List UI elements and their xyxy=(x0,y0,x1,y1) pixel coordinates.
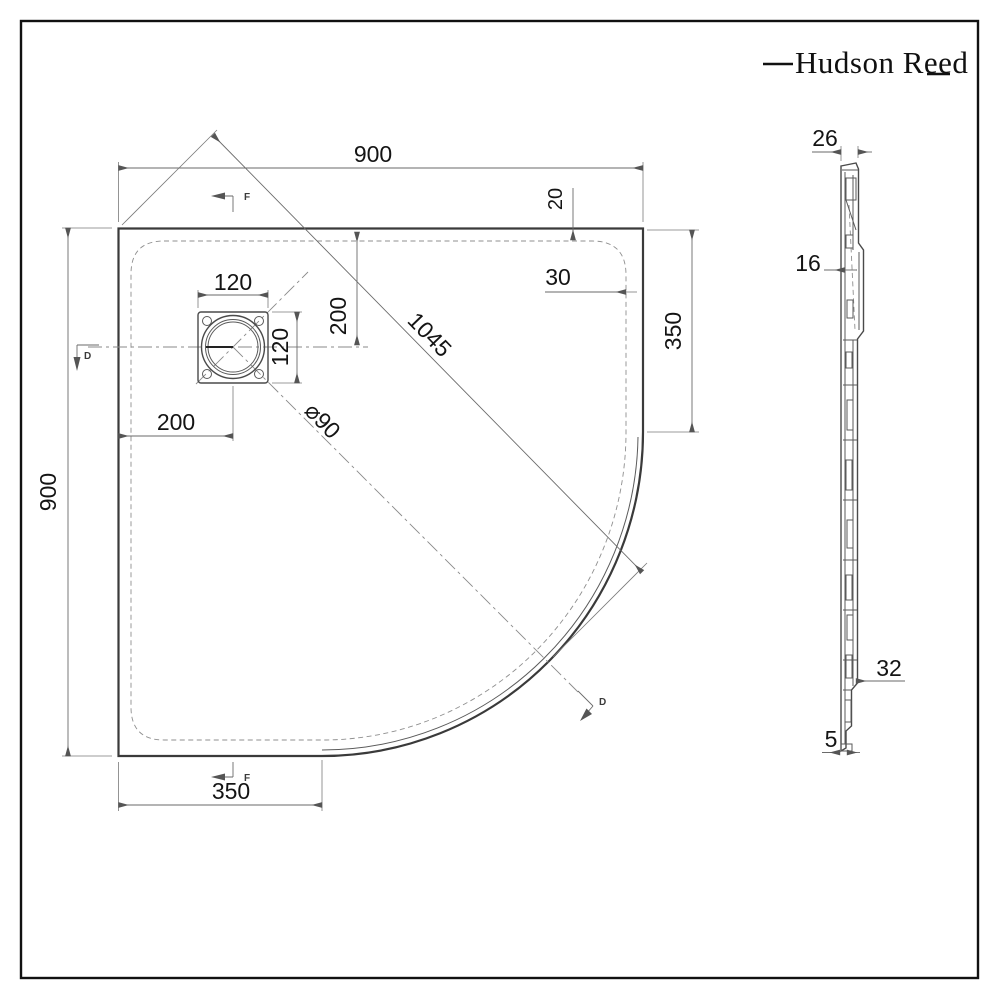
dim-rim-inset-top: 20 xyxy=(545,188,576,241)
dim-side-foot: 5 xyxy=(822,726,860,756)
dim-side-rim: 16 xyxy=(795,250,856,276)
side-profile-inner-lines xyxy=(842,169,860,744)
dim-waste-width: 120 xyxy=(197,269,269,308)
dim-label-top-width: 900 xyxy=(354,141,392,167)
section-marker-f-top: F xyxy=(211,192,250,212)
dim-label-waste-width: 120 xyxy=(214,269,252,295)
drain-bolt-tl xyxy=(202,316,212,326)
dim-diagonal: 1045 xyxy=(121,129,648,658)
dim-label-side-foot: 5 xyxy=(825,726,838,752)
dim-label-waste-height: 120 xyxy=(267,328,293,366)
dim-label-side-rim: 16 xyxy=(795,250,821,276)
border-frame xyxy=(19,19,980,980)
section-letter-d-left: D xyxy=(84,351,91,362)
dim-label-rim-inset-top: 20 xyxy=(545,188,567,210)
drain-bolt-tr xyxy=(254,316,264,326)
section-line-diagonal xyxy=(232,346,579,693)
dim-label-rim-inset-right: 30 xyxy=(545,264,571,290)
drain-bolt-br xyxy=(254,369,264,379)
section-marker-d-left: D xyxy=(73,344,99,371)
section-letter-f-bottom: F xyxy=(244,773,250,784)
plan-view: 900 900 20 30 350 xyxy=(35,129,699,811)
dim-label-side-base: 32 xyxy=(876,655,902,681)
dim-waste-from-left: 200 xyxy=(118,386,234,441)
brand-logo: Hudson Reed xyxy=(763,45,968,80)
dim-label-right-straight: 350 xyxy=(660,312,686,350)
dim-label-diagonal: 1045 xyxy=(403,307,457,362)
dim-rim-inset-right: 30 xyxy=(545,264,637,295)
section-letter-f-top: F xyxy=(244,192,250,203)
dim-label-bottom-straight: 350 xyxy=(212,778,250,804)
dim-label-waste-diameter: ⌀90 xyxy=(300,397,346,443)
dim-bottom-straight: 350 xyxy=(118,760,323,811)
dim-right-straight: 350 xyxy=(647,229,699,433)
side-view: 26 16 32 5 xyxy=(795,125,905,756)
dim-waste-from-top: 200 xyxy=(325,231,360,346)
section-letter-d-right: D xyxy=(599,697,606,708)
dim-label-side-top-width: 26 xyxy=(812,125,838,151)
dim-side-top-width: 26 xyxy=(812,125,872,161)
dim-label-waste-from-left: 200 xyxy=(157,409,195,435)
section-marker-d-right: D xyxy=(577,690,606,721)
dim-waste-height: 120 xyxy=(267,311,302,384)
dim-label-left-height: 900 xyxy=(35,473,61,511)
drain-bolt-bl xyxy=(202,369,212,379)
side-profile-ribs xyxy=(840,177,857,752)
dim-label-waste-from-top: 200 xyxy=(325,297,351,335)
side-profile-outline xyxy=(840,162,865,753)
dim-side-base: 32 xyxy=(855,655,905,684)
dim-left-height: 900 xyxy=(35,227,112,757)
section-marker-f-bottom: F xyxy=(211,762,250,784)
